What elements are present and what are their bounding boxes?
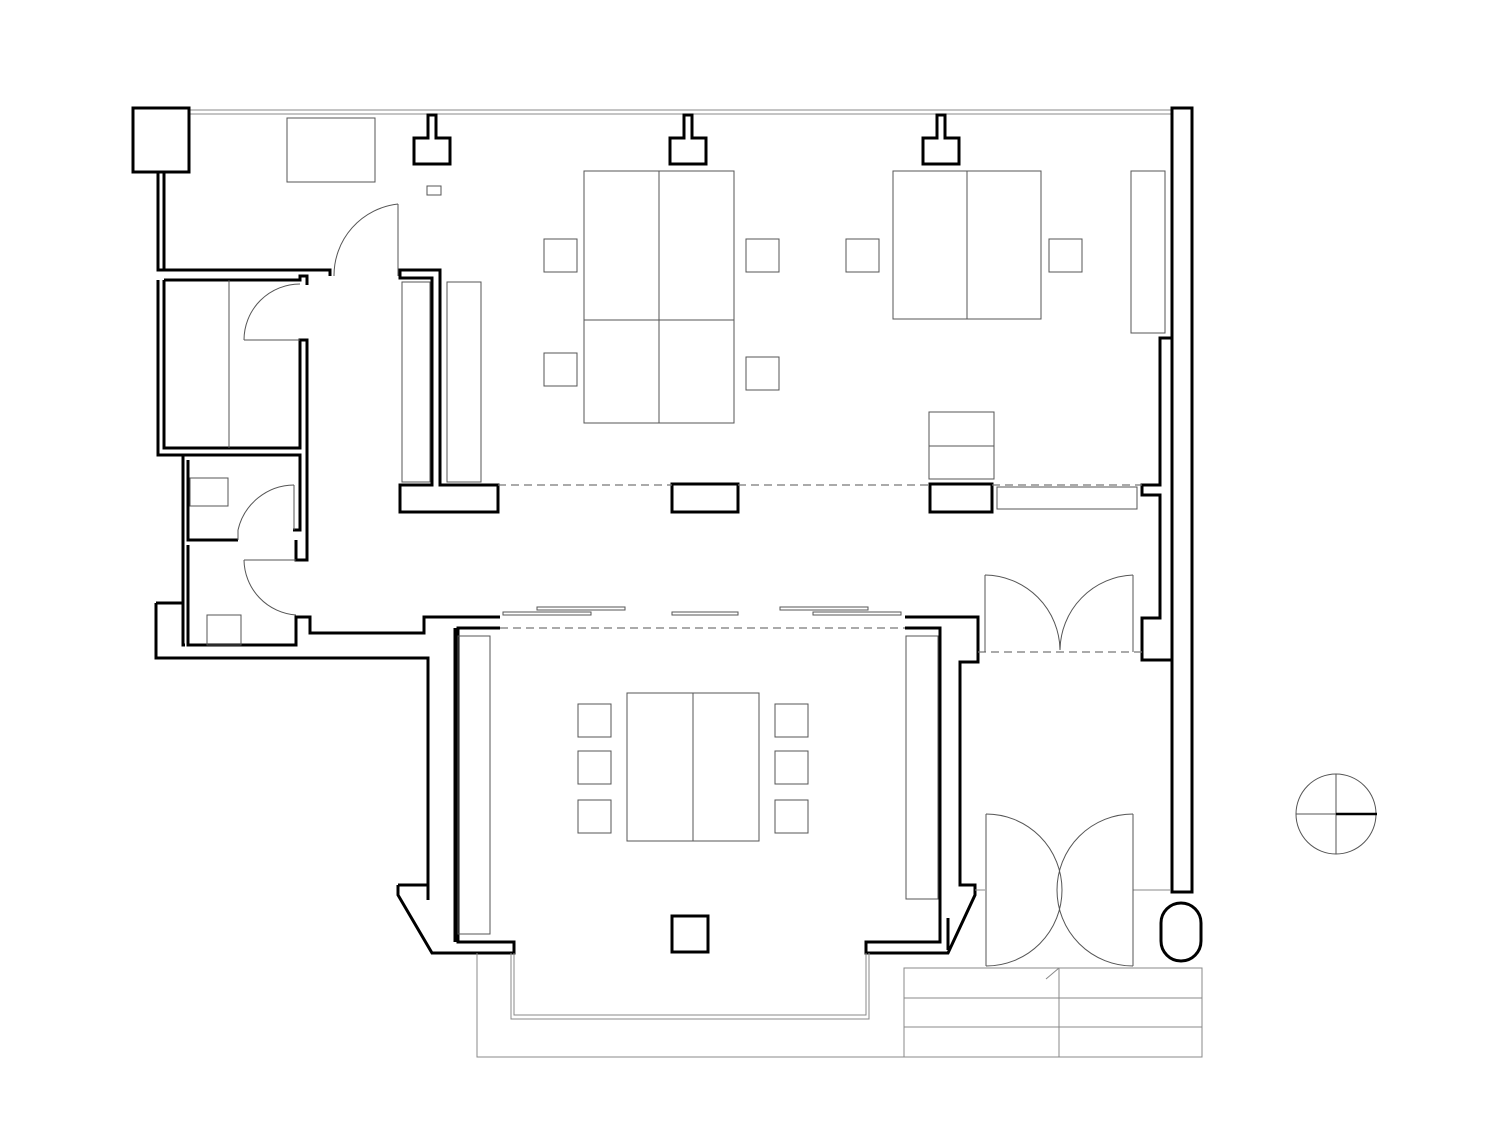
chair xyxy=(577,750,612,785)
counter-left xyxy=(401,281,431,483)
conference-counter-left xyxy=(457,635,491,935)
chair xyxy=(774,703,809,738)
table-medium xyxy=(892,170,1042,320)
glass-partitions xyxy=(498,484,1170,891)
mullion-2 xyxy=(668,113,708,166)
double-door-lower xyxy=(985,813,1134,967)
wc-fixture-lower xyxy=(206,614,242,646)
chair xyxy=(745,356,780,391)
corner-column xyxy=(131,106,191,174)
conference-column xyxy=(670,914,710,954)
chair xyxy=(845,238,880,273)
north-glazing xyxy=(189,109,1172,115)
round-column xyxy=(1159,901,1203,963)
chair xyxy=(543,238,578,273)
outlet-box xyxy=(426,185,442,196)
chair xyxy=(774,799,809,834)
conference-counter-right xyxy=(905,635,939,900)
entry-steps xyxy=(904,967,1202,1057)
chair xyxy=(1048,238,1083,273)
north-arrow-icon xyxy=(1295,773,1377,855)
conference-table xyxy=(626,692,760,842)
chair xyxy=(577,703,612,738)
cabinet-top-left xyxy=(286,117,376,183)
mullion-1 xyxy=(412,113,452,166)
exterior-walls xyxy=(131,106,1194,955)
door-storage xyxy=(243,283,301,341)
exterior-terrace xyxy=(476,953,1203,1058)
column-right xyxy=(928,482,994,514)
drawer-unit xyxy=(928,411,995,480)
door-entry-upper xyxy=(333,203,399,277)
furniture xyxy=(189,117,1166,935)
chair xyxy=(774,750,809,785)
doors xyxy=(237,203,1134,967)
chair xyxy=(543,352,578,387)
wc-fixture-upper xyxy=(189,477,229,507)
door-wc-lower xyxy=(243,559,297,616)
chair xyxy=(577,799,612,834)
table-large xyxy=(583,170,735,424)
interior-walls xyxy=(398,113,1203,963)
counter-inner xyxy=(446,281,482,483)
mullion-3 xyxy=(921,113,961,166)
column-mid xyxy=(670,482,740,514)
door-wc-upper xyxy=(237,484,295,540)
chair xyxy=(745,238,780,273)
double-door-upper xyxy=(984,574,1134,652)
shelf-right xyxy=(1130,170,1166,334)
